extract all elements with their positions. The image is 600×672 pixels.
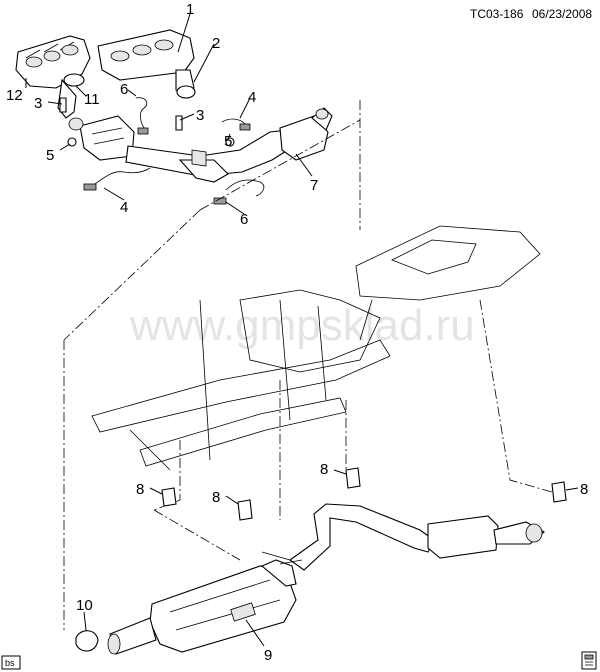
callout-4-bottom: 4	[120, 199, 128, 216]
callout-3-right: 3	[196, 107, 204, 124]
callout-2: 2	[212, 35, 220, 52]
diagram-date: 06/23/2008	[532, 7, 592, 21]
callout-1: 1	[186, 1, 194, 18]
callout-8-c: 8	[320, 461, 328, 478]
stud-right	[175, 115, 183, 131]
callout-5-right: 5	[224, 133, 232, 150]
stud-left	[59, 97, 67, 113]
callout-8-b: 8	[212, 489, 220, 506]
svg-text:bs: bs	[5, 658, 15, 668]
callout-8-d: 8	[580, 481, 588, 498]
left-catalytic-converter	[68, 115, 135, 161]
callout-8-a: 8	[136, 481, 144, 498]
callout-7: 7	[310, 177, 318, 194]
exhaust-pipe-and-muffler	[75, 503, 545, 655]
reference-line-hanger-2	[153, 440, 181, 511]
callout-12: 12	[6, 87, 23, 104]
document-icon	[581, 651, 597, 670]
gasket-left	[63, 73, 85, 87]
callout-6-bottom: 6	[240, 211, 248, 228]
crossover-pipe	[125, 129, 295, 183]
reference-line-upper-1	[199, 119, 361, 211]
callout-3-left: 3	[34, 95, 42, 112]
reference-line-hanger-5	[153, 509, 241, 561]
upper-exhaust-assembly	[15, 29, 333, 205]
callout-4-top: 4	[248, 89, 256, 106]
callout-6-top: 6	[120, 81, 128, 98]
vehicle-frame	[91, 225, 541, 471]
callout-9: 9	[264, 647, 272, 664]
callout-5-left: 5	[46, 147, 54, 164]
gasket-right	[176, 85, 196, 99]
exhaust-hangers	[161, 467, 567, 521]
reference-line-hanger-4	[479, 299, 553, 493]
leader-lines	[25, 13, 579, 647]
callout-labels: 1 2 3 3 4 4 5 5 6 6 7 8 8 8 8 9 10 11 12	[6, 1, 588, 664]
right-exhaust-manifold	[97, 29, 195, 97]
diagram-code: TC03-186	[470, 7, 524, 21]
reference-line-upper-3	[63, 209, 201, 341]
watermark: www.gmpsklad.ru	[129, 301, 475, 350]
oxygen-sensors	[83, 97, 265, 205]
callout-10: 10	[76, 597, 93, 614]
callout-11: 11	[84, 91, 100, 108]
right-catalytic-converter	[279, 107, 333, 161]
corner-tag-bs: bs	[1, 655, 21, 670]
left-exhaust-manifold	[15, 35, 91, 119]
